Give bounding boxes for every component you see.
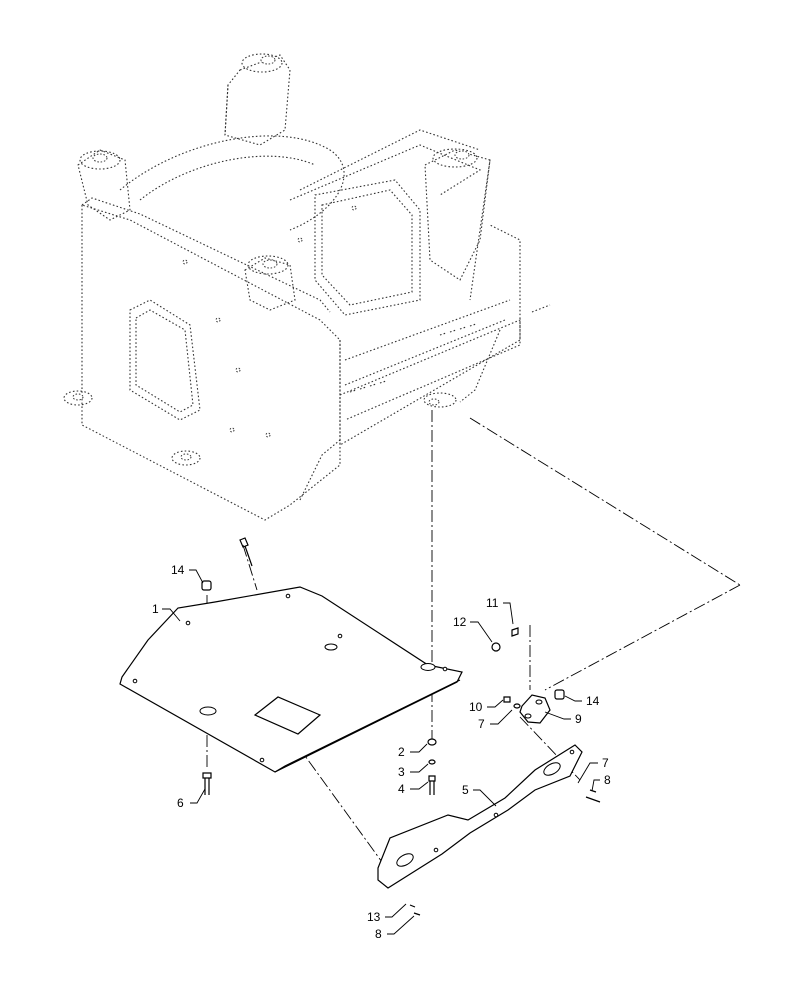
callout-13: 13 xyxy=(367,910,381,924)
callout-2: 2 xyxy=(398,745,405,759)
callout-8-right: 8 xyxy=(604,773,611,787)
callout-10: 10 xyxy=(469,700,483,714)
loader-frame-phantom xyxy=(63,53,551,521)
skid-plate-part-1 xyxy=(119,586,463,773)
callout-6: 6 xyxy=(177,796,184,810)
callout-7-right: 7 xyxy=(602,756,609,770)
front-plate-part-5 xyxy=(377,744,583,889)
callout-leaders xyxy=(162,569,600,935)
callout-labels: 14 1 6 2 3 4 11 12 14 10 7 9 7 8 5 13 8 xyxy=(152,563,611,941)
callout-3: 3 xyxy=(398,765,405,779)
callout-9: 9 xyxy=(575,712,582,726)
callout-5: 5 xyxy=(462,783,469,797)
callout-14-top: 14 xyxy=(171,563,185,577)
callout-7-left: 7 xyxy=(478,717,485,731)
callout-11: 11 xyxy=(486,596,499,610)
fasteners xyxy=(201,537,601,916)
callout-8-bottom: 8 xyxy=(375,927,382,941)
bracket-part-9 xyxy=(519,694,551,724)
callout-12: 12 xyxy=(453,615,467,629)
callout-4: 4 xyxy=(398,782,405,796)
callout-14-right: 14 xyxy=(586,694,600,708)
callout-1: 1 xyxy=(152,602,159,616)
